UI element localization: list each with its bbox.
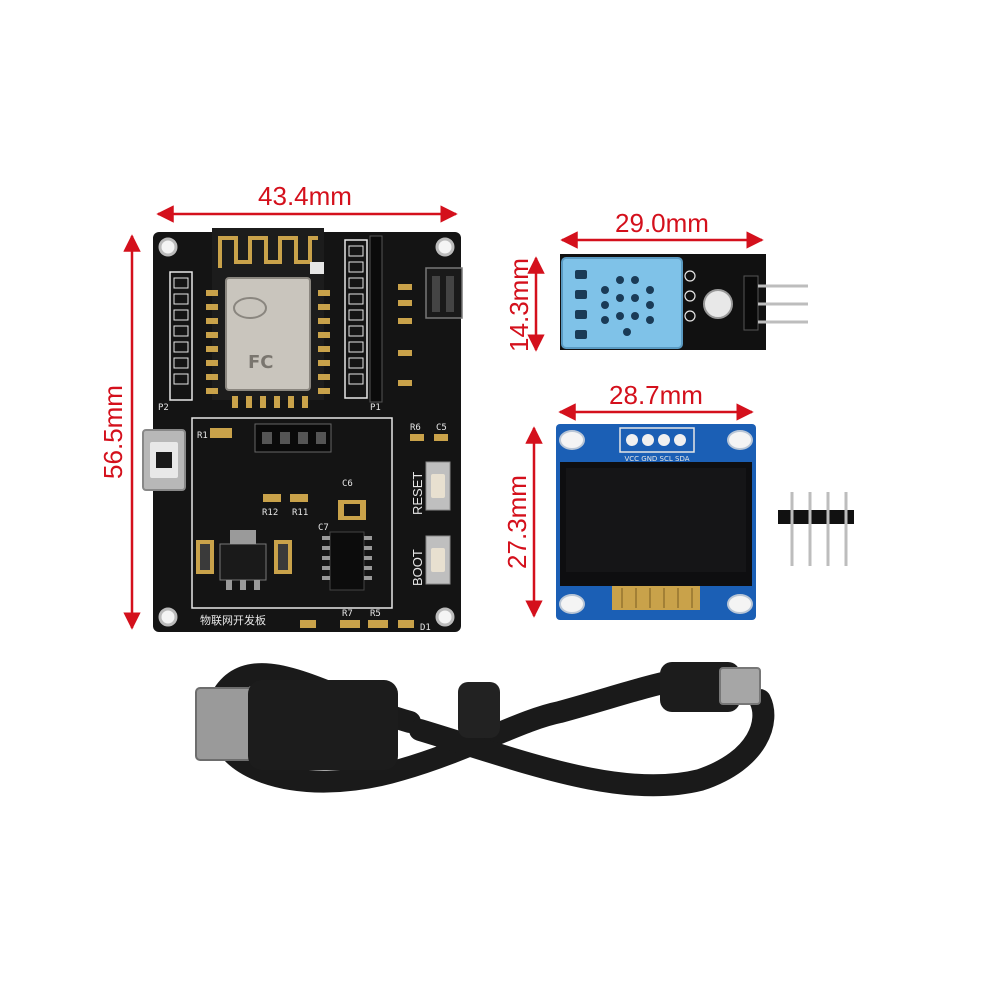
connector-top-right: [425, 267, 463, 319]
board-width-label: 43.4mm: [258, 181, 352, 211]
header-p2: P2: [158, 271, 193, 413]
label-r12: R12: [262, 508, 278, 518]
oled-width-label: 28.7mm: [609, 380, 703, 410]
label-c5: C5: [436, 423, 447, 433]
label-r11: R11: [292, 508, 308, 518]
label-p2: P2: [158, 403, 169, 413]
dev-board: FC: [142, 228, 463, 633]
label-reset: RESET: [410, 472, 425, 515]
fcc-mark-icon: FC: [248, 352, 274, 373]
label-c7: C7: [318, 523, 329, 533]
label-r6: R6: [410, 423, 421, 433]
label-p1: P1: [370, 403, 381, 413]
ic-chip: [322, 531, 372, 591]
dht-width-dimension: 29.0mm: [560, 208, 764, 249]
dht-height-label: 14.3mm: [504, 258, 534, 352]
oled-pin-labels: VCC GND SCL SDA: [624, 455, 689, 463]
label-boot: BOOT: [410, 549, 425, 586]
esp-module: FC: [206, 228, 330, 408]
board-width-dimension: 43.4mm: [156, 181, 458, 223]
chinese-board-label: 物联网开发板: [200, 613, 266, 627]
label-c6: C6: [342, 479, 353, 489]
mounting-holes: [158, 237, 455, 627]
inner-outline: [191, 417, 393, 609]
header-p1: P1: [344, 235, 383, 413]
oled-module: VCC GND SCL SDA: [556, 424, 756, 620]
board-height-label: 56.5mm: [98, 385, 128, 479]
micro-usb-port: [142, 429, 186, 491]
label-r5: R5: [370, 609, 381, 619]
dht-height-dimension: 14.3mm: [504, 256, 545, 352]
smd-components: [398, 284, 412, 386]
dht-sensor-module: [560, 254, 808, 350]
board-height-dimension: 56.5mm: [98, 234, 141, 630]
usb-cable-icon: [195, 662, 775, 797]
wifi-antenna-icon: [218, 236, 318, 268]
pin-header: [778, 492, 854, 566]
oled-height-dimension: 27.3mm: [502, 426, 543, 618]
label-r7: R7: [342, 609, 353, 619]
dht-width-label: 29.0mm: [615, 208, 709, 238]
oled-height-label: 27.3mm: [502, 475, 532, 569]
label-d1: D1: [420, 623, 431, 633]
oled-width-dimension: 28.7mm: [558, 380, 754, 421]
reset-button: [425, 461, 451, 511]
label-r1: R1: [197, 431, 208, 441]
voltage-regulator: [196, 530, 292, 590]
boot-button: [425, 535, 451, 585]
